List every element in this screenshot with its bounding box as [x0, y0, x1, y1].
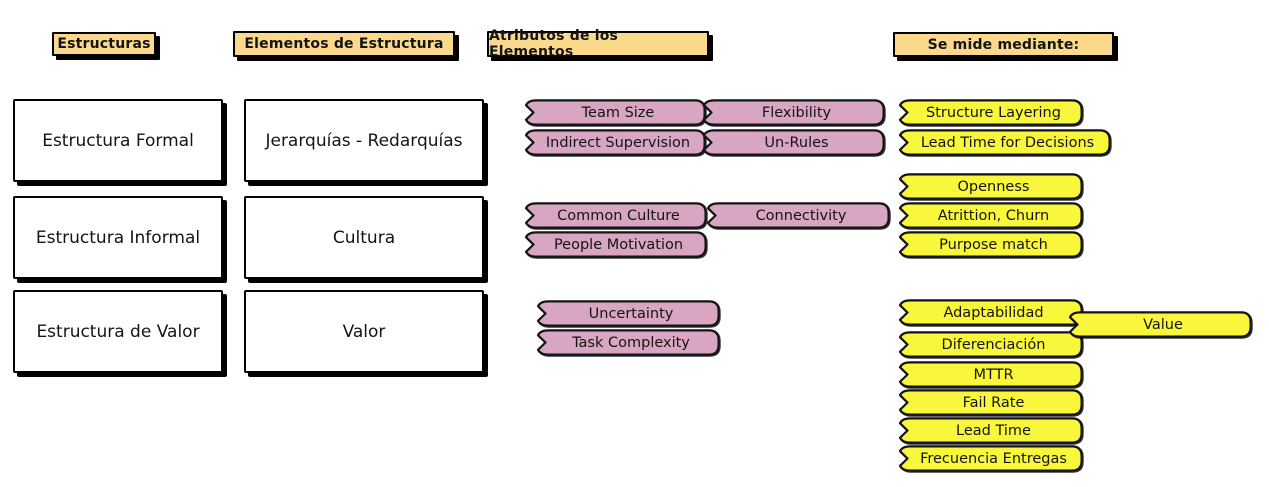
pill-shape: [536, 300, 720, 327]
metric-pill-lead-time-for-decisions: Lead Time for Decisions: [898, 129, 1111, 156]
pill-shape: [1068, 311, 1252, 338]
structure-box-formal-label: Estructura Formal: [42, 130, 194, 151]
attribute-pill-task-complexity: Task Complexity: [536, 329, 720, 356]
column-header-se-mide-label: Se mide mediante:: [927, 36, 1080, 53]
metric-pill-fail-rate-label: Fail Rate: [962, 394, 1025, 411]
metric-pill-adaptabilidad: Adaptabilidad: [898, 299, 1083, 326]
element-box-jerarquias-label: Jerarquías - Redarquías: [265, 130, 463, 151]
attribute-pill-flexibility: Flexibility: [702, 99, 885, 126]
attribute-pill-uncertainty: Uncertainty: [536, 300, 720, 327]
metric-pill-frecuencia-entregas-label: Frecuencia Entregas: [920, 450, 1067, 467]
element-box-valor-label: Valor: [342, 321, 386, 342]
pill-shape: [898, 99, 1083, 126]
column-header-atributos-label: Atributos de los Elementos: [489, 28, 619, 60]
pill-shape: [702, 129, 885, 156]
metric-pill-structure-layering: Structure Layering: [898, 99, 1083, 126]
element-box-jerarquias-redarquias: Jerarquías - Redarquías: [244, 99, 484, 182]
attribute-pill-uncertainty-label: Uncertainty: [588, 305, 674, 322]
metric-pill-diferenciacion: Diferenciación: [898, 331, 1083, 358]
metric-pill-lead-time: Lead Time: [898, 417, 1083, 444]
pill-shape: [898, 417, 1083, 444]
pill-shape: [524, 231, 707, 258]
metric-pill-openness-label: Openness: [957, 178, 1030, 195]
metric-pill-atrittion-churn-label: Atrittion, Churn: [937, 207, 1050, 224]
pill-shape: [898, 202, 1083, 229]
attribute-pill-common-culture: Common Culture: [524, 202, 707, 229]
attribute-pill-task-complexity-label: Task Complexity: [572, 334, 690, 351]
element-box-cultura-label: Cultura: [332, 227, 396, 248]
metric-pill-value: Value: [1068, 311, 1252, 338]
column-header-elementos-de-estructura: Elementos de Estructura: [233, 31, 455, 57]
pill-shape: [898, 231, 1083, 258]
attribute-pill-connectivity-label: Connectivity: [755, 207, 847, 224]
structure-box-formal: Estructura Formal: [13, 99, 223, 182]
pill-shape: [898, 389, 1083, 416]
pill-shape: [702, 99, 885, 126]
metric-pill-mttr-label: MTTR: [973, 366, 1014, 383]
metric-pill-frecuencia-entregas: Frecuencia Entregas: [898, 445, 1083, 472]
structure-box-informal-label: Estructura Informal: [35, 227, 201, 248]
structure-box-de-valor-label: Estructura de Valor: [36, 321, 200, 342]
pill-shape: [898, 299, 1083, 326]
metric-pill-openness: Openness: [898, 173, 1083, 200]
element-box-valor: Valor: [244, 290, 484, 373]
attribute-pill-team-size: Team Size: [524, 99, 706, 126]
pill-shape: [898, 361, 1083, 388]
pill-shape: [706, 202, 890, 229]
metric-pill-lead-time-for-decisions-label: Lead Time for Decisions: [920, 134, 1095, 151]
column-header-estructuras: Estructuras: [52, 32, 156, 56]
metric-pill-mttr: MTTR: [898, 361, 1083, 388]
column-header-estructuras-label: Estructuras: [57, 36, 151, 52]
metric-pill-diferenciacion-label: Diferenciación: [941, 336, 1046, 353]
metric-pill-adaptabilidad-label: Adaptabilidad: [943, 304, 1044, 321]
metric-pill-purpose-match: Purpose match: [898, 231, 1083, 258]
attribute-pill-flexibility-label: Flexibility: [761, 104, 832, 121]
attribute-pill-people-motivation: People Motivation: [524, 231, 707, 258]
column-header-atributos-de-los-elementos: Atributos de los Elementos: [487, 28, 709, 60]
attribute-pill-un-rules: Un-Rules: [702, 129, 885, 156]
pill-shape: [524, 202, 707, 229]
pill-shape: [898, 129, 1111, 156]
pill-shape: [898, 173, 1083, 200]
structure-box-de-valor: Estructura de Valor: [13, 290, 223, 373]
attribute-pill-connectivity: Connectivity: [706, 202, 890, 229]
attribute-pill-people-motivation-label: People Motivation: [553, 236, 684, 253]
metric-pill-fail-rate: Fail Rate: [898, 389, 1083, 416]
structure-box-informal: Estructura Informal: [13, 196, 223, 279]
metric-pill-lead-time-label: Lead Time: [956, 422, 1031, 439]
metric-pill-value-label: Value: [1143, 316, 1183, 333]
column-header-se-mide-mediante: Se mide mediante:: [893, 32, 1114, 57]
attribute-pill-indirect-supervision-label: Indirect Supervision: [545, 134, 691, 151]
attribute-pill-common-culture-label: Common Culture: [557, 207, 680, 224]
metric-pill-atrittion-churn: Atrittion, Churn: [898, 202, 1083, 229]
attribute-pill-team-size-label: Team Size: [581, 104, 655, 121]
pill-shape: [898, 445, 1083, 472]
metric-pill-structure-layering-label: Structure Layering: [926, 104, 1061, 121]
column-header-elementos-label: Elementos de Estructura: [244, 36, 444, 52]
element-box-cultura: Cultura: [244, 196, 484, 279]
pill-shape: [536, 329, 720, 356]
metric-pill-purpose-match-label: Purpose match: [939, 236, 1048, 253]
attribute-pill-indirect-supervision: Indirect Supervision: [524, 129, 706, 156]
attribute-pill-un-rules-label: Un-Rules: [764, 134, 829, 151]
